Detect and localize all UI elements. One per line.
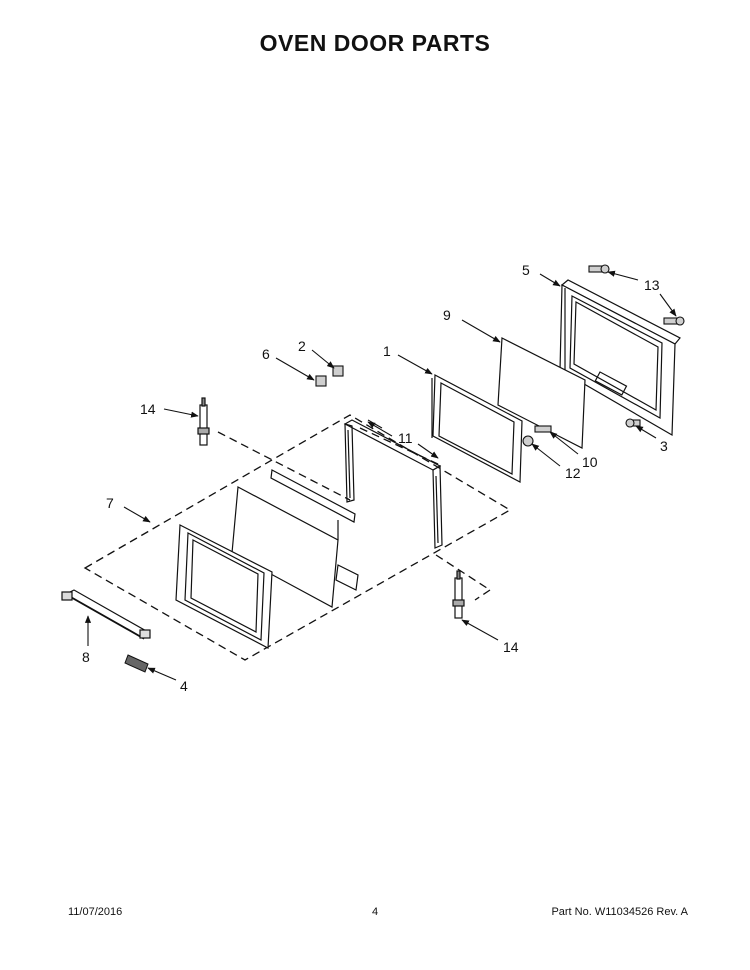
clip-2 — [332, 365, 344, 377]
callout-12: 12 — [565, 465, 581, 481]
footer-date: 11/07/2016 — [68, 906, 123, 918]
inner-door-frame — [431, 374, 523, 483]
callout-3: 3 — [660, 438, 668, 454]
door-hinge-right — [452, 570, 465, 619]
callout-2: 2 — [298, 338, 306, 354]
screw-13-top — [588, 264, 610, 274]
door-handle — [61, 589, 151, 640]
glass-panel — [497, 337, 586, 449]
clip-6 — [315, 375, 327, 387]
small-parts — [315, 264, 685, 447]
callout-10: 10 — [582, 454, 598, 470]
outer-door-frame — [559, 279, 681, 437]
screw-3 — [625, 418, 641, 428]
bracket-10 — [534, 425, 552, 433]
vent-trim — [124, 654, 149, 673]
callout-14-right: 14 — [503, 639, 519, 655]
callout-7: 7 — [106, 495, 114, 511]
callout-9: 9 — [443, 307, 451, 323]
fastener-12 — [522, 435, 534, 447]
screw-13-right — [663, 316, 685, 326]
callout-5: 5 — [522, 262, 530, 278]
leader-arrows — [84, 270, 677, 681]
callout-13: 13 — [644, 277, 660, 293]
page-title: OVEN DOOR PARTS — [259, 30, 491, 56]
callout-11: 11 — [398, 430, 413, 446]
callout-1: 1 — [383, 343, 391, 359]
callout-14-left: 14 — [140, 401, 156, 417]
footer-part-number: Part No. W11034526 Rev. A — [551, 906, 688, 918]
callout-labels: 5 13 9 1 2 6 14 11 3 10 12 7 14 8 4 — [82, 262, 668, 694]
door-panel — [231, 469, 359, 608]
footer-page-number: 4 — [371, 906, 379, 918]
front-glass-door — [175, 524, 273, 649]
door-hinge-left — [197, 397, 210, 446]
callout-8: 8 — [82, 649, 90, 665]
callout-4: 4 — [180, 678, 188, 694]
door-bracket-frame — [343, 419, 443, 549]
callout-6: 6 — [262, 346, 270, 362]
